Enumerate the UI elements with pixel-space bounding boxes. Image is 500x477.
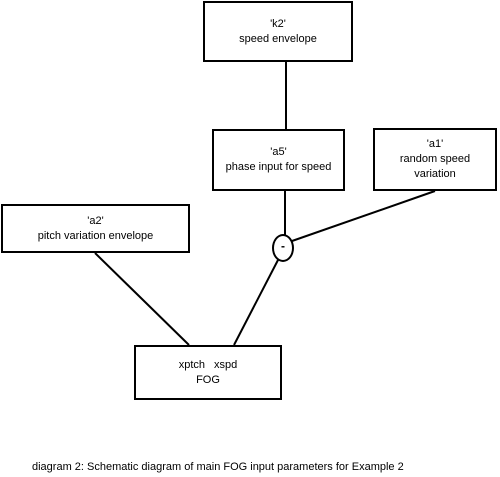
- node-k2-speed-envelope: 'k2' speed envelope: [203, 1, 353, 62]
- node-k2-id: 'k2': [270, 17, 286, 30]
- diagram-caption: diagram 2: Schematic diagram of main FOG…: [32, 461, 404, 473]
- edge-a2-to-fog: [94, 252, 190, 346]
- node-a5-desc: phase input for speed: [225, 161, 332, 173]
- junction-symbol: -: [281, 239, 285, 253]
- node-a1-id: 'a1': [426, 138, 444, 150]
- edge-a1-to-junction: [291, 190, 436, 242]
- node-a1-random-speed-variation: 'a1' random speed variation: [373, 128, 497, 191]
- node-a1-desc-line1: random speed: [399, 153, 471, 165]
- node-a5-id: 'a5': [270, 146, 287, 158]
- node-k2-desc: speed envelope: [239, 32, 317, 45]
- node-fog-params: xptch xspd: [178, 358, 238, 371]
- node-a2-pitch-variation-envelope: 'a2' pitch variation envelope: [1, 204, 190, 253]
- node-a2-id: 'a2': [87, 214, 104, 227]
- node-fog-name: FOG: [196, 373, 220, 386]
- node-a1-desc-line2: variation: [414, 168, 456, 180]
- node-a5-phase-input: 'a5' phase input for speed: [212, 129, 345, 191]
- subtraction-junction: -: [272, 234, 294, 262]
- node-a2-desc: pitch variation envelope: [37, 229, 154, 242]
- node-fog: xptch xspd FOG: [134, 345, 282, 400]
- edge-junction-to-fog: [233, 259, 279, 346]
